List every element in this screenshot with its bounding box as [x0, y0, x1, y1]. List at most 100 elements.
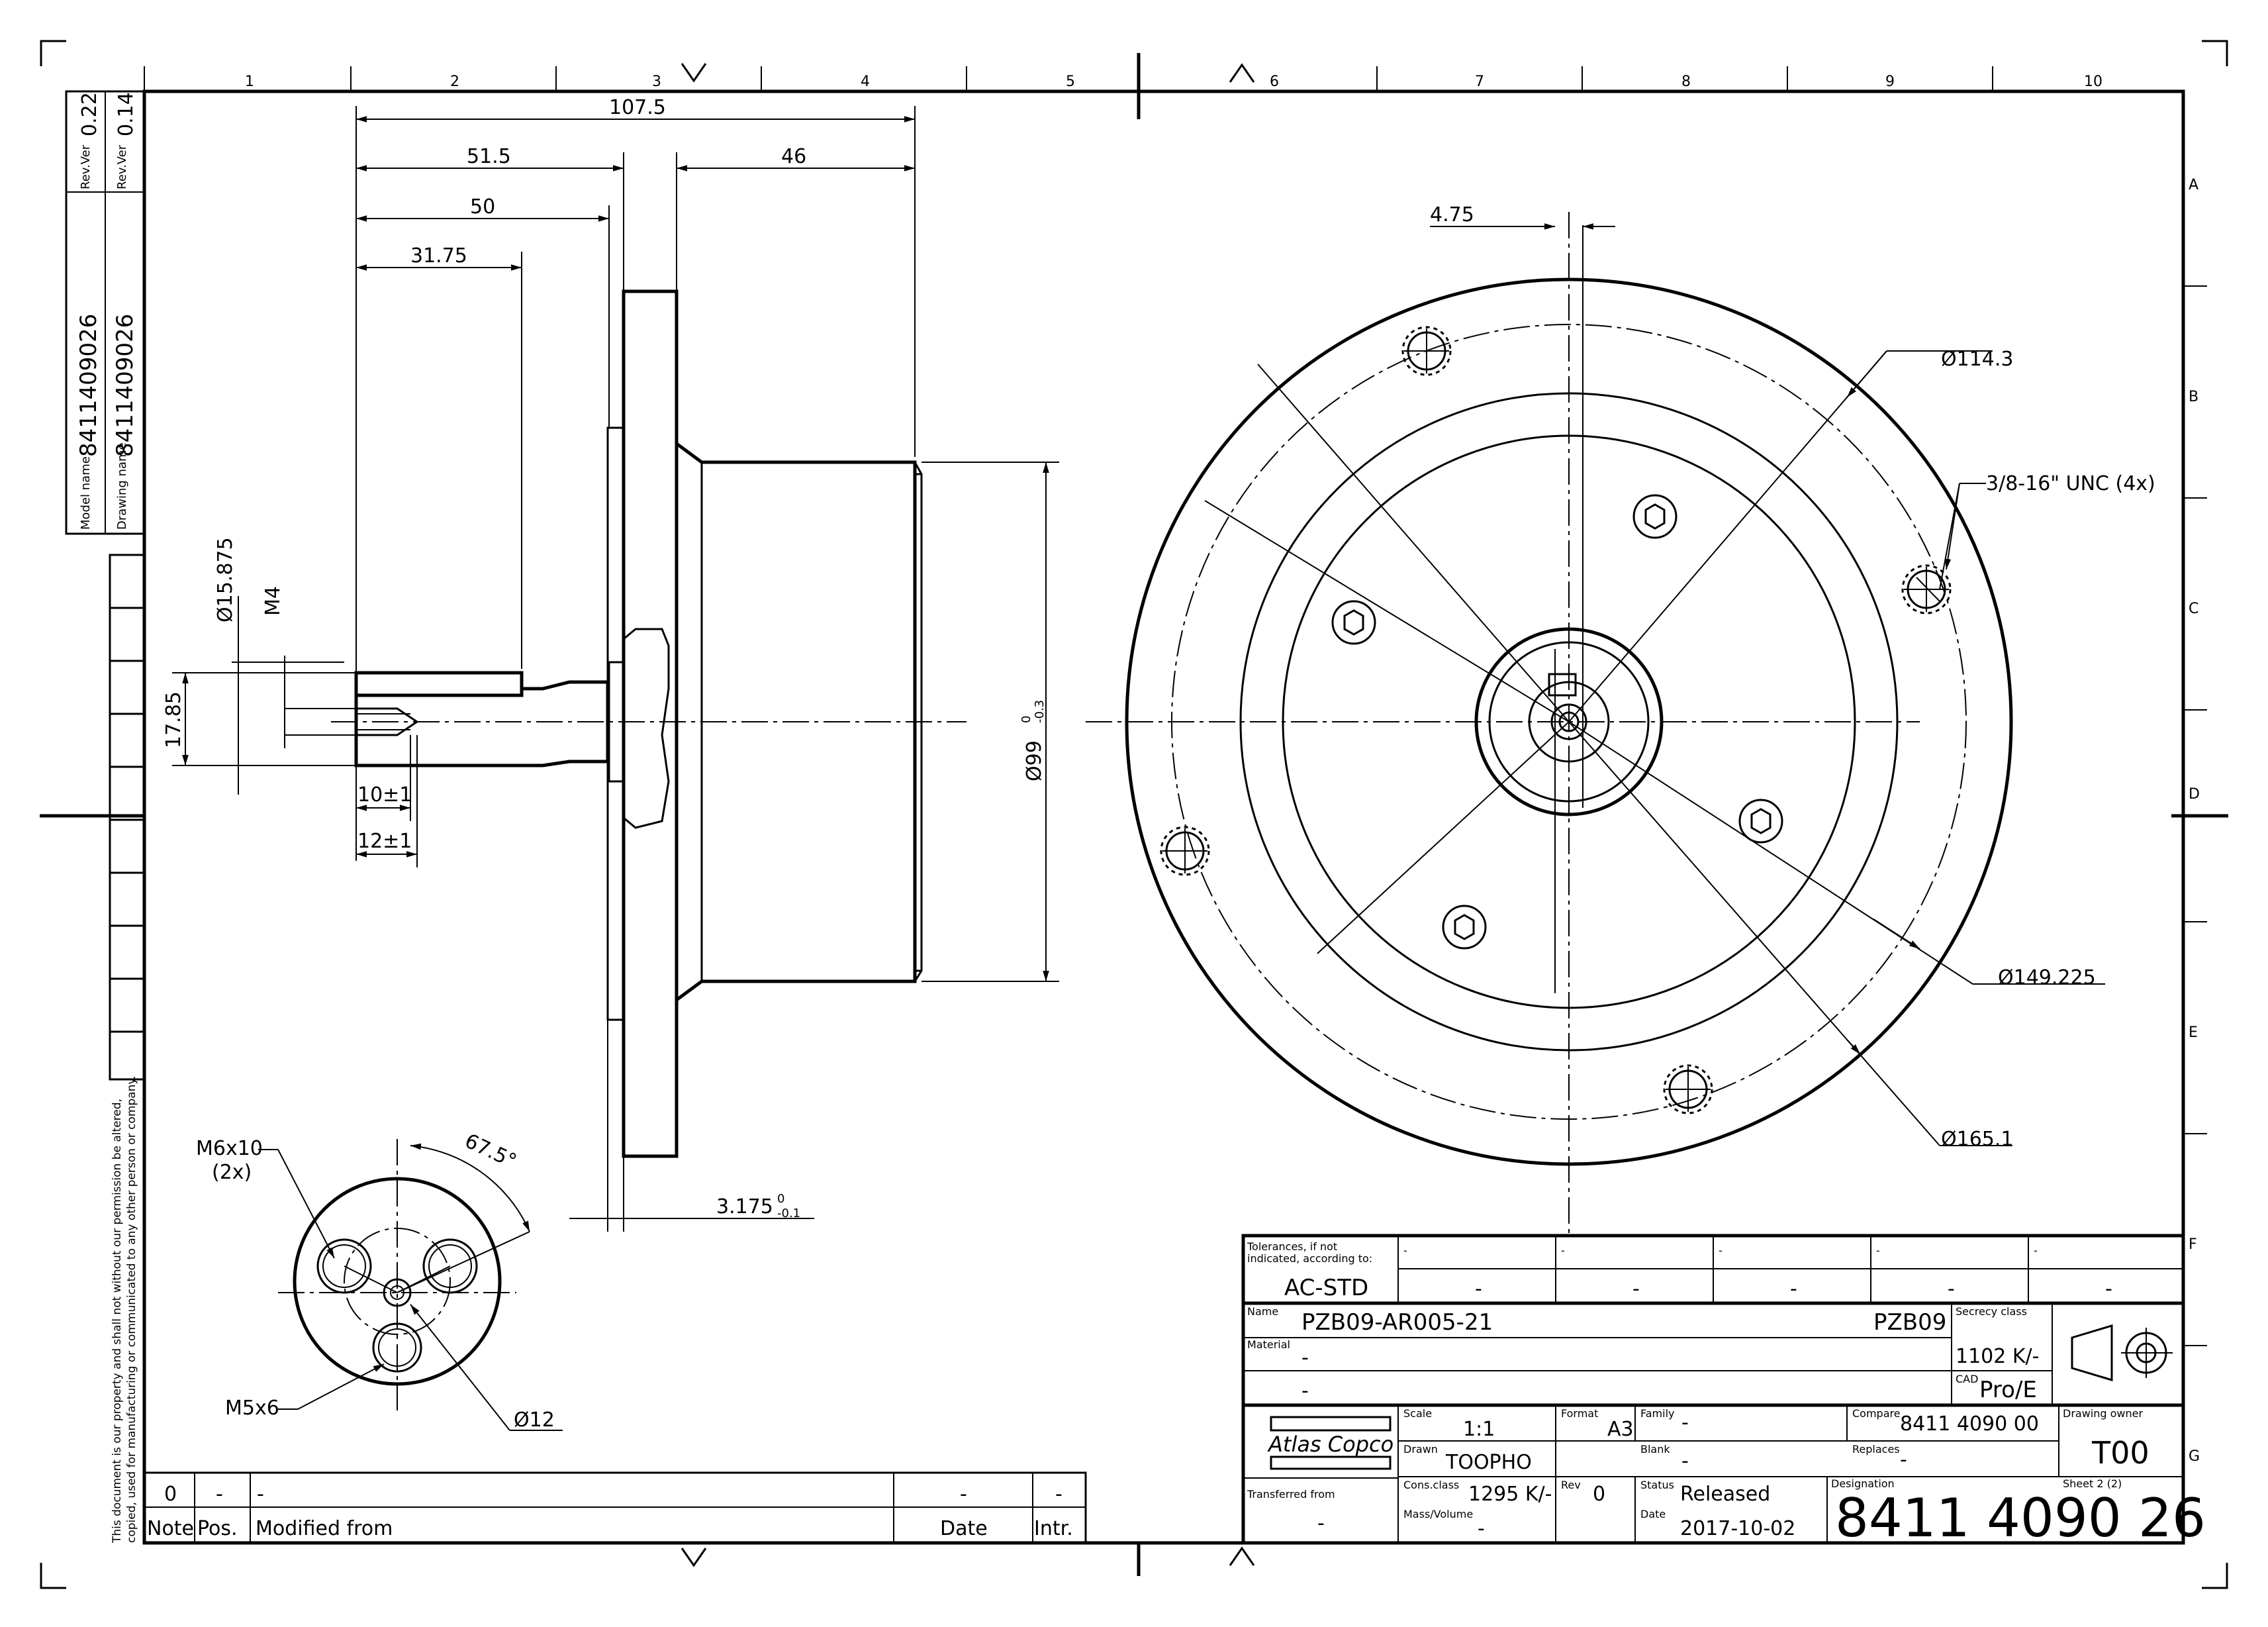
dim-dia-149-225: Ø149.225 [1998, 966, 2096, 989]
tol-cell: - [1632, 1277, 1640, 1301]
dim-angle: 67.5° [461, 1130, 520, 1173]
transferred-value: - [1317, 1512, 1325, 1535]
material-value: - [1301, 1379, 1309, 1403]
dim-dia-99-tol: 0 [1019, 716, 1033, 723]
replaces-label: Replaces [1852, 1443, 1900, 1455]
replaces-value: - [1900, 1448, 1907, 1471]
rev-ver-value: 0.22 [78, 92, 101, 136]
secrecy-label: Secrecy class [1956, 1305, 2027, 1318]
revision-modified: - [257, 1483, 264, 1506]
dim-unc-thread: 3/8-16" UNC (4x) [1986, 472, 2155, 495]
dim-3-175-tol: 0 [777, 1192, 784, 1206]
property-notice: This document is our property and shall … [111, 1099, 124, 1544]
dim-dia-114-3: Ø114.3 [1941, 348, 2014, 371]
revision-intr: - [1055, 1483, 1063, 1506]
dim-m6x10: M6x10 [196, 1137, 263, 1160]
rev-value: 0 [1593, 1483, 1605, 1506]
dim-m5x6: M5x6 [225, 1397, 279, 1420]
blank-value: - [1681, 1450, 1689, 1473]
rev-ver-label: Rev.Ver [79, 144, 93, 189]
tolerances-label: indicated, according to: [1247, 1252, 1372, 1265]
dim-3-175-tol: -0.1 [777, 1207, 800, 1220]
cad-system: Pro/E [1979, 1377, 2037, 1403]
row-label: C [2189, 601, 2198, 617]
dim-17-85: 17.85 [162, 691, 185, 748]
col-label: 8 [1681, 74, 1691, 90]
revision-header-note: Note [147, 1517, 194, 1540]
dim-dia-165-1: Ø165.1 [1941, 1128, 2014, 1151]
mass-value: - [1478, 1517, 1485, 1540]
row-label: E [2189, 1024, 2198, 1041]
drawing-frame: 1 2 3 4 5 6 7 8 9 10 A B C D E F G [40, 40, 2228, 1589]
info-strip: Rev.Ver 0.22 Rev.Ver 0.14 Model name 841… [65, 90, 146, 1544]
cons-class-label: Cons.class [1403, 1479, 1459, 1491]
name-label: Name [1247, 1305, 1278, 1318]
family-label: Family [1640, 1407, 1674, 1420]
drawing-name-value: 8411409026 [112, 314, 138, 457]
part-name: PZB09-AR005-21 [1301, 1309, 1493, 1336]
tol-cell: - [1475, 1277, 1482, 1301]
designation-number: 8411 4090 26 [1835, 1487, 2206, 1549]
revision-header-intr: Intr. [1034, 1517, 1073, 1540]
revision-pos: - [216, 1483, 223, 1506]
company-logo: Atlas Copco [1267, 1432, 1394, 1457]
dim-50: 50 [470, 195, 495, 219]
drawing-name-label: Drawing name [115, 442, 129, 530]
col-label: 6 [1270, 74, 1279, 90]
compare-label: Compare [1852, 1407, 1901, 1420]
tol-cell: - [1719, 1244, 1723, 1257]
dim-m4: M4 [261, 586, 285, 616]
cad-label: CAD [1956, 1373, 1978, 1385]
sheet-label: Sheet 2 (2) [2063, 1477, 2122, 1490]
row-label: G [2189, 1448, 2200, 1465]
mass-label: Mass/Volume [1403, 1508, 1473, 1520]
col-label: 1 [245, 74, 254, 90]
owner-label: Drawing owner [2063, 1407, 2143, 1420]
dim-dia-12: Ø12 [514, 1408, 555, 1432]
col-label: 9 [1885, 74, 1895, 90]
detail-view: M6x10 (2x) 67.5° M5x6 Ø12 [196, 1130, 563, 1432]
side-view: 107.5 51.5 46 50 31.75 Ø15.875 M4 17.85 … [162, 96, 1059, 1232]
dim-31-75: 31.75 [410, 244, 467, 268]
property-notice: copied, used for manufacturing or commun… [125, 1076, 138, 1543]
col-label: 7 [1475, 74, 1484, 90]
dim-107-5: 107.5 [609, 96, 666, 119]
dim-46: 46 [781, 145, 806, 168]
tol-cell: - [1876, 1244, 1880, 1257]
format-value: A3 [1607, 1418, 1634, 1441]
revision-header-modified: Modified from [256, 1517, 393, 1540]
dim-3-175: 3.175 [716, 1195, 773, 1218]
dim-dia-99: Ø99 [1023, 740, 1046, 781]
transferred-label: Transferred from [1247, 1488, 1335, 1501]
revision-header-pos: Pos. [197, 1517, 238, 1540]
dim-m6-count: (2x) [212, 1161, 252, 1184]
dim-dia-15-875: Ø15.875 [214, 537, 237, 622]
row-label: B [2189, 389, 2198, 405]
tol-cell: - [1790, 1277, 1797, 1301]
date-label: Date [1640, 1508, 1666, 1520]
scale-label: Scale [1403, 1407, 1432, 1420]
col-label: 4 [861, 74, 870, 90]
material-value: - [1301, 1346, 1309, 1369]
drawn-by: TOOPHO [1445, 1451, 1532, 1474]
col-label: 5 [1066, 74, 1075, 90]
col-label: 2 [450, 74, 459, 90]
dim-51-5: 51.5 [467, 145, 511, 168]
dim-dia-99-tol: -0.3 [1033, 700, 1047, 723]
row-label: D [2189, 786, 2200, 803]
material-label: Material [1247, 1338, 1290, 1351]
family-value: - [1681, 1411, 1689, 1434]
row-label: A [2189, 177, 2198, 193]
drawn-label: Drawn [1403, 1443, 1438, 1455]
tol-cell: - [1948, 1277, 1955, 1301]
revision-header-date: Date [940, 1517, 988, 1540]
compare-value: 8411 4090 00 [1900, 1412, 2039, 1436]
revision-block: 0 - - - - Note Pos. Modified from Date I… [143, 1471, 1087, 1544]
rev-ver-label: Rev.Ver [115, 144, 129, 189]
format-label: Format [1561, 1407, 1598, 1420]
tolerances-value: AC-STD [1284, 1275, 1368, 1301]
col-label: 10 [2084, 74, 2103, 90]
row-label: F [2189, 1236, 2197, 1253]
designation-label: Designation [1831, 1477, 1895, 1490]
